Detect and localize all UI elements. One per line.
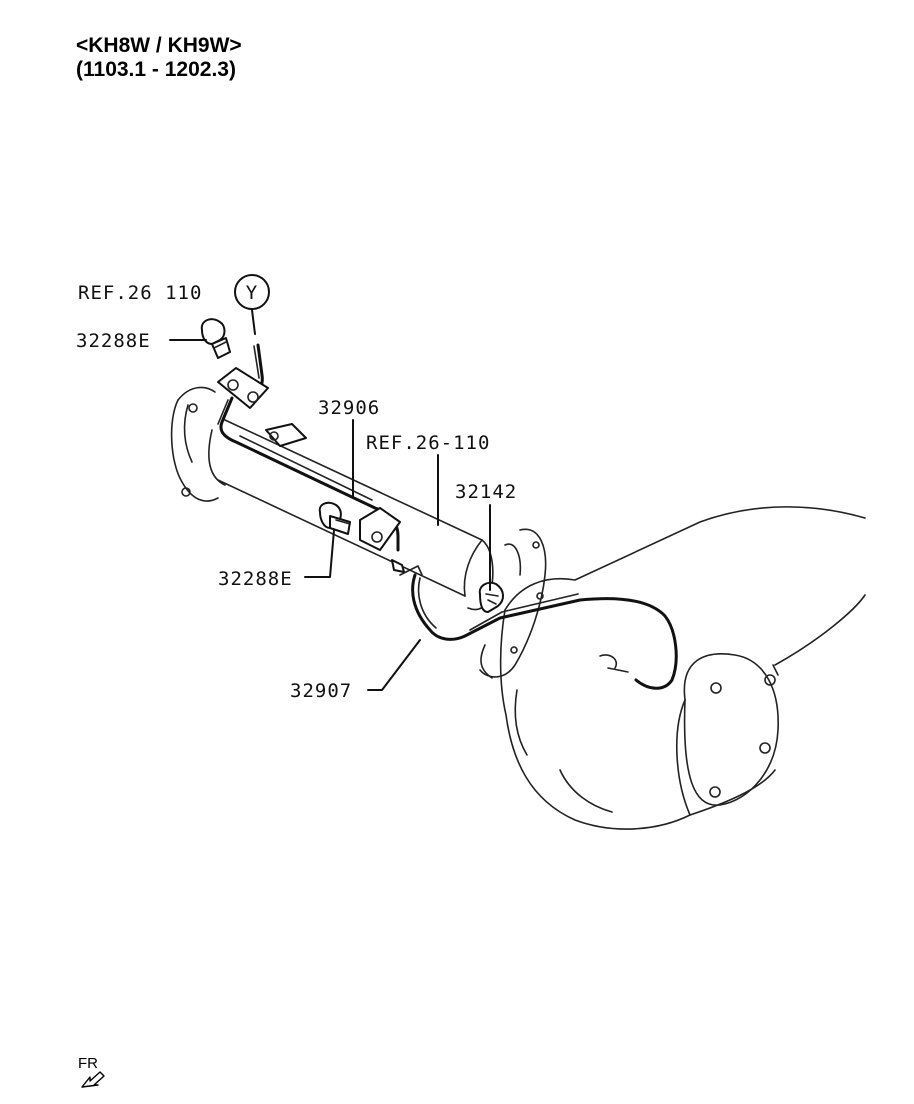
hose-32907 [391,559,678,690]
ref-label-top: REF.26 110 [78,282,202,304]
front-arrow-icon [81,1071,105,1088]
tube-clamp-bracket [265,423,307,447]
ref-circle-label: Y [246,282,258,304]
front-direction-label: FR [78,1055,98,1072]
leader-lines [169,309,491,691]
part-label-32142: 32142 [455,481,517,503]
model-title: <KH8W / KH9W> [76,34,242,57]
bolt-32288e-mid [318,501,351,535]
ref-label-mid: REF.26-110 [366,432,490,454]
part-label-32906: 32906 [318,397,380,419]
hose-bracket-mid [359,507,401,551]
date-range: (1103.1 - 1202.3) [76,58,236,81]
bolt-32288e-top [200,318,231,359]
part-label-32288e-top: 32288E [76,330,151,352]
ref-circle-y [234,274,270,310]
part-label-32907: 32907 [290,680,352,702]
hose-32906 [217,343,401,552]
clamp-32142 [478,581,504,613]
transmission-case [499,506,866,830]
part-label-32288e-mid: 32288E [218,568,293,590]
hose-bracket-top [217,367,269,409]
